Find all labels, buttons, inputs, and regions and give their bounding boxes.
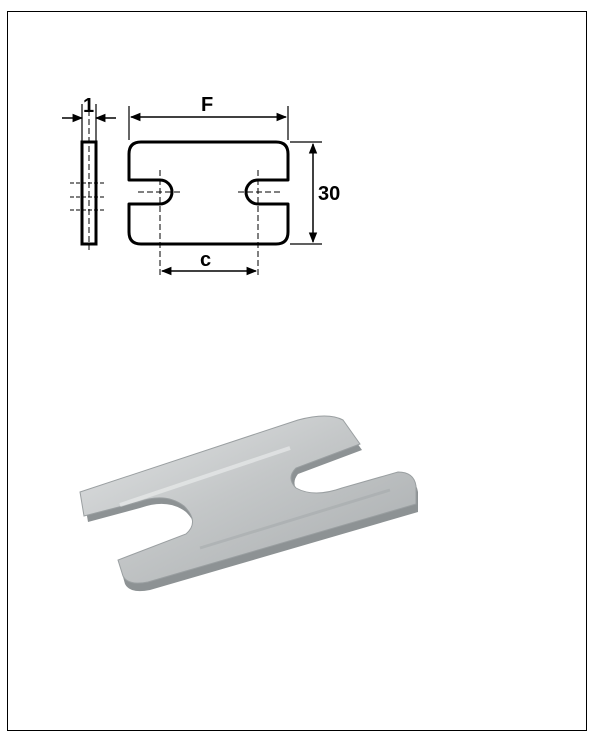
side-view: 1 <box>62 95 116 250</box>
dim-length-label: F <box>201 94 213 116</box>
shim-outline <box>127 140 290 246</box>
dim-slot-distance-label: c <box>200 249 211 271</box>
shim-face <box>79 415 417 584</box>
front-view: F 30 c <box>127 94 340 276</box>
technical-drawing: 1 F 30 c <box>62 94 418 592</box>
figure-frame <box>7 11 587 731</box>
dim-height-label: 30 <box>318 183 340 205</box>
dim-thickness-label: 1 <box>83 95 94 117</box>
shim-photo <box>79 415 418 592</box>
